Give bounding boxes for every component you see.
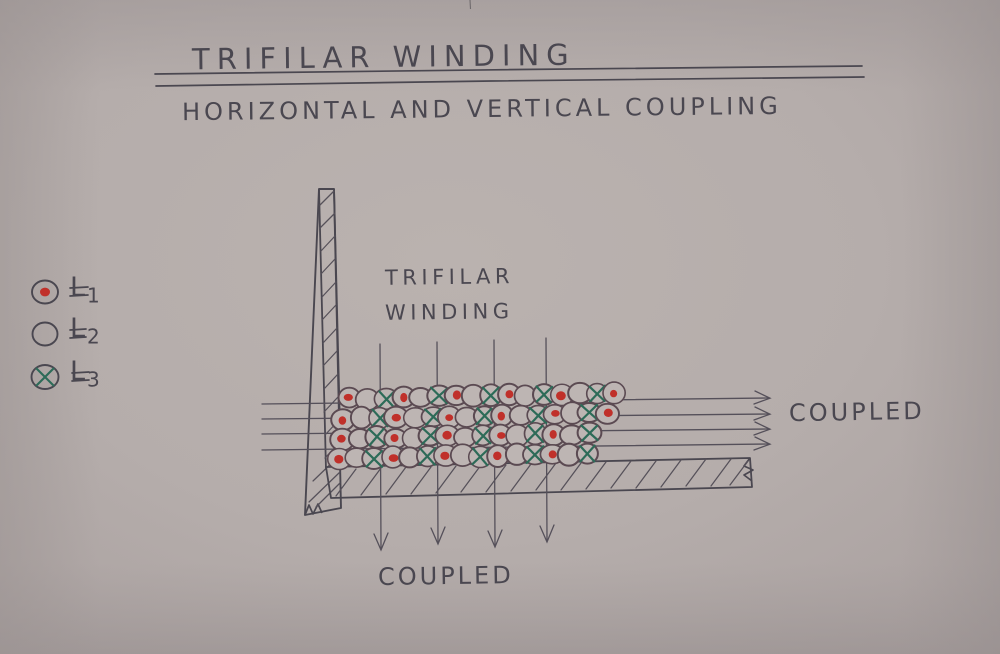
coil-conductor-l3 [522, 443, 548, 466]
conductor-dot-icon [442, 430, 452, 440]
legend-l1-subscript: 1 [87, 283, 100, 308]
coupled-label-bottom: COUPLED [377, 561, 514, 591]
conductor-dot-icon [338, 416, 347, 425]
winding-label-line2: WINDING [384, 299, 514, 325]
conductor-dot-icon [337, 434, 346, 443]
conductor-dot-icon [610, 389, 618, 398]
conductor-dot-icon [445, 414, 454, 421]
conductor-dot-icon [388, 454, 399, 462]
conductor-cross-icon [421, 427, 440, 445]
coil-conductor-l1 [486, 444, 510, 468]
conductor-cross-icon [580, 403, 599, 422]
winding-label-line1: TRIFILAR [384, 264, 515, 290]
legend-symbol-l2 [31, 321, 59, 347]
conductor-cross-icon [525, 445, 545, 464]
conductor-cross-icon [529, 406, 548, 425]
coil-conductor-l1 [594, 402, 620, 425]
conductor-cross-icon [368, 427, 385, 447]
conductor-cross-icon [535, 385, 554, 403]
coil-conductor-l1 [542, 403, 567, 425]
conductor-dot-icon [549, 430, 557, 439]
coil-conductor-l3 [575, 442, 599, 465]
conductor-dot-icon [391, 413, 401, 422]
legend-l1-letter: L [70, 272, 88, 303]
conductor-cross-icon [365, 449, 383, 468]
legend-symbol-l1 [31, 279, 59, 305]
conductor-cross-icon [418, 447, 437, 466]
conductor-dot-icon [343, 393, 353, 401]
legend-l3-subscript: 3 [87, 367, 100, 392]
conductor-dot-icon [493, 451, 502, 461]
coil-conductor-l3 [364, 424, 390, 449]
coil-conductor-l1 [602, 381, 627, 405]
legend-symbols [30, 279, 90, 390]
legend-item-label-l3: L3 [70, 356, 100, 391]
conductor-cross-icon [482, 386, 500, 405]
conductor-cross-icon [430, 387, 449, 404]
coil-conductor-l3 [576, 421, 603, 444]
conductor-cross-icon [474, 426, 492, 445]
conductor-dot-icon [548, 450, 557, 459]
coil-conductor-l1 [326, 447, 352, 471]
conductor-cross-icon [579, 444, 596, 463]
coil-conductor-l3 [585, 382, 609, 405]
conductor-cross-icon [525, 424, 544, 443]
coil-conductor-l3 [416, 445, 440, 468]
coil-conductor-l3 [471, 424, 495, 447]
core-horizontal-base [325, 457, 754, 499]
conductor-dot-icon [505, 390, 514, 399]
conductor-dot-icon [497, 411, 505, 421]
coil-conductor-l3 [523, 421, 547, 446]
conductor-dot-icon [556, 391, 566, 401]
legend-symbol-l3 [30, 364, 60, 390]
coil-conductor-l3 [467, 445, 493, 469]
base-hatching [335, 458, 749, 497]
conductor-cross-icon [425, 407, 442, 426]
conductor-cross-icon [580, 424, 599, 442]
conductor-dot-icon [334, 454, 344, 464]
legend-item-label-l2: L2 [70, 313, 100, 348]
page-title: TRIFILAR WINDING [191, 37, 576, 77]
conductor-cross-icon [588, 384, 607, 403]
conductor-dot-icon [551, 410, 560, 417]
legend-l2-letter: L [70, 313, 88, 344]
coupled-label-right: COUPLED [788, 396, 925, 428]
coil-conductor-l3 [531, 383, 557, 406]
paper-edge-tick [469, 0, 472, 10]
conductor-dot-icon [400, 392, 408, 403]
coil-conductor-l1 [490, 403, 514, 427]
conductor-dot-icon [390, 434, 399, 442]
conductor-cross-icon [471, 447, 490, 466]
legend-l3-letter: L [70, 356, 88, 387]
conductor-dot-icon [452, 390, 461, 400]
conductor-cross-icon [378, 389, 396, 408]
coil-conductor-l1 [381, 445, 405, 469]
coil-bundle [326, 381, 627, 471]
conductor-dot-icon [440, 451, 450, 460]
legend-l2-subscript: 2 [87, 324, 100, 349]
legend-equals-signs [69, 286, 90, 382]
conductor-dot-icon [497, 432, 506, 439]
legend-item-label-l1: L1 [70, 272, 100, 307]
conductor-dot-icon [603, 408, 613, 417]
coil-conductor-l3 [479, 383, 503, 408]
title-rules [154, 65, 865, 87]
conductor-cross-icon [475, 407, 493, 426]
